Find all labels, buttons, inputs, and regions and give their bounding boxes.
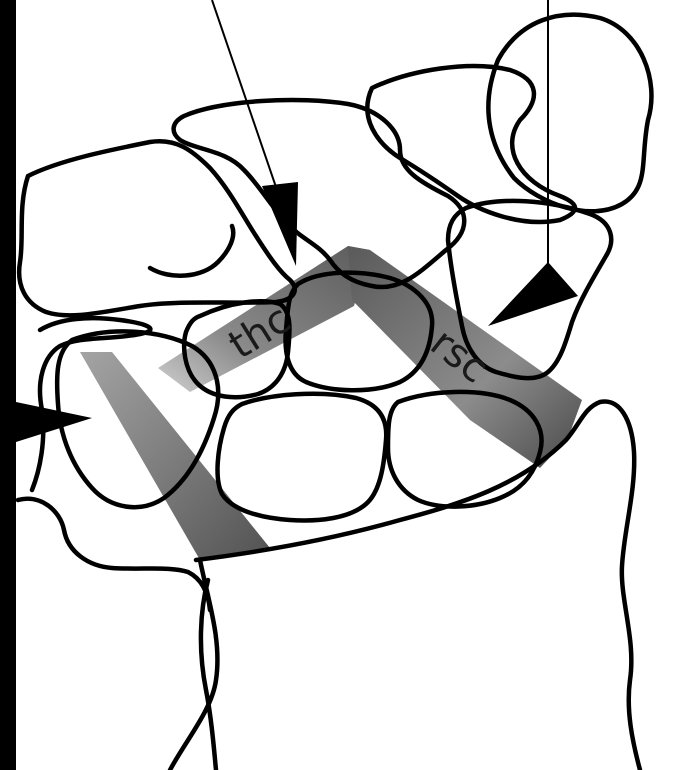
- wrist-ligament-diagram: thc rsc: [0, 0, 688, 770]
